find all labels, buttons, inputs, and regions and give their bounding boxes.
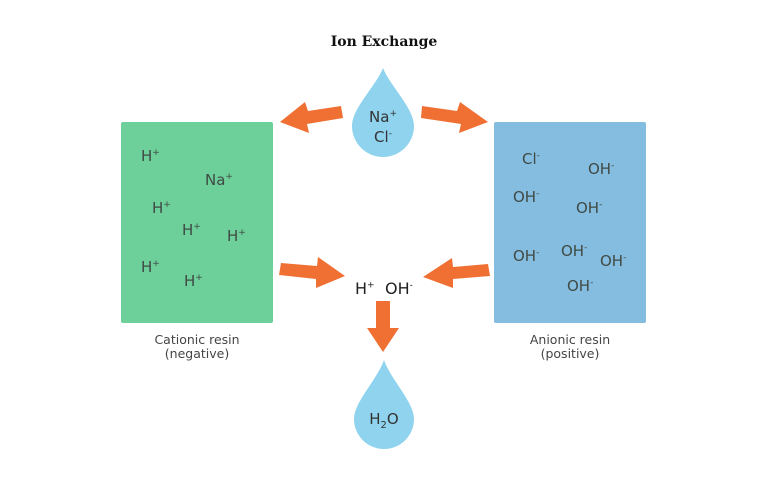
anion-ion-6: OH- [561, 242, 588, 260]
cation-ion-3: H+ [152, 199, 171, 217]
anion-ion-7: OH- [600, 252, 627, 270]
cation-ion-6: H+ [141, 258, 160, 276]
droplet-shape [352, 68, 414, 157]
cation-ion-7: H+ [184, 272, 203, 290]
cationic-resin-charge-label: (negative) [164, 346, 230, 361]
cationic-resin-box: H+ Na+ H+ H+ H+ H+ H+ [121, 122, 273, 323]
droplet-shape [354, 360, 414, 449]
top-droplet-na-ion: Na+ [369, 108, 397, 126]
anion-ion-4: OH- [576, 199, 603, 217]
cation-ion-4: H+ [182, 221, 201, 239]
center-oh-ion: OH- [385, 279, 413, 298]
anion-ion-5: OH- [513, 247, 540, 265]
arrow-down-to-water [367, 301, 399, 352]
arrow-to-cationic-resin [280, 102, 343, 133]
anion-ion-2: OH- [588, 160, 615, 178]
arrow-from-cationic-resin [279, 257, 345, 288]
anionic-resin-label: Anionic resin [529, 332, 611, 347]
cation-ion-2: Na+ [205, 171, 233, 189]
water-formula: H2O [369, 410, 399, 431]
cationic-resin-caption: Cationic resin (negative) [117, 333, 277, 361]
anionic-resin-box: Cl- OH- OH- OH- OH- OH- OH- OH- [494, 122, 646, 323]
water-droplet: H2O [352, 358, 416, 450]
arrow-to-anionic-resin [421, 102, 488, 133]
cation-ion-5: H+ [227, 227, 246, 245]
anionic-resin-charge-label: (positive) [540, 346, 600, 361]
anion-ion-3: OH- [513, 188, 540, 206]
cation-ion-1: H+ [141, 147, 160, 165]
top-droplet-cl-ion: Cl- [374, 128, 392, 146]
anionic-resin-caption: Anionic resin (positive) [490, 333, 650, 361]
top-droplet: Na+ Cl- [350, 66, 416, 158]
anion-ion-8: OH- [567, 277, 594, 295]
anion-ion-1: Cl- [522, 150, 540, 168]
arrow-from-anionic-resin [423, 258, 490, 288]
center-h-ion: H+ [355, 279, 375, 298]
cationic-resin-label: Cationic resin [154, 332, 240, 347]
diagram-title: Ion Exchange [330, 34, 438, 50]
